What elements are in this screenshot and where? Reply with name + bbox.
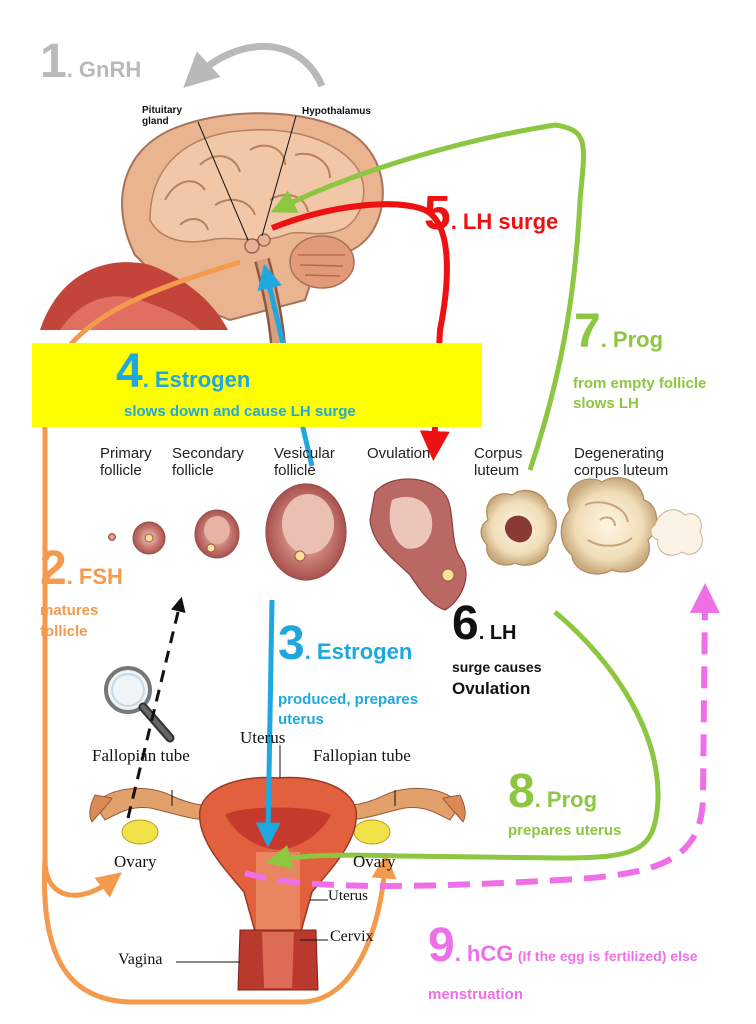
step-2-number: 2 <box>40 542 67 595</box>
step-5-label: 5. LH surge <box>424 190 558 238</box>
step-4-title: . Estrogen <box>142 367 251 392</box>
step-8-label: 8. Prog <box>508 768 597 816</box>
ovary-right-label: Ovary <box>353 852 396 871</box>
lh-surge-arrow <box>270 201 450 461</box>
step-3-desc: produced, prepares uterus <box>278 690 418 730</box>
follicle-stage-corpus-luteum: Corpus luteum <box>474 445 522 479</box>
stage-line-2: follicle <box>172 462 214 479</box>
step-7-title: . Prog <box>600 327 664 352</box>
step-1-label: 1. GnRH <box>40 38 141 86</box>
step-4-number: 4 <box>116 345 143 398</box>
step-2-title: . FSH <box>66 564 123 589</box>
step-9-desc: menstruation <box>428 986 524 1003</box>
prog-arrow-to-brain <box>270 122 587 471</box>
stage-line-1: Ovulation <box>367 445 431 462</box>
ovary-follicle-dashed-arrow <box>126 596 186 819</box>
step-8-number: 8 <box>508 765 535 818</box>
step-3-desc-line-2: uterus <box>278 711 324 728</box>
follicle-stage-vesicular: Vesicular follicle <box>274 445 335 479</box>
vagina-label: Vagina <box>118 951 163 968</box>
step-3-label: 3. Estrogen <box>278 620 412 668</box>
fsh-arrow-ovary <box>41 853 397 1005</box>
pituitary-label: Pituitary gland <box>142 105 183 127</box>
step-5-number: 5 <box>424 187 451 240</box>
magnifier-icon <box>104 666 175 743</box>
stage-line-2: follicle <box>274 462 316 479</box>
estrogen-highlight-band <box>32 343 482 427</box>
step-7-desc: from empty follicle slows LH <box>573 374 706 414</box>
step-3-desc-line-1: produced, prepares <box>278 691 419 708</box>
follicle-stages-illustration <box>108 477 703 611</box>
step-5-title: . LH surge <box>450 209 559 234</box>
stage-line-2: luteum <box>474 462 520 479</box>
cervix-label: Cervix <box>330 928 374 945</box>
follicle-stage-secondary: Secondary follicle <box>172 445 244 479</box>
stage-line-1: Degenerating <box>574 445 665 462</box>
step-9-number: 9 <box>428 919 455 972</box>
step-7-desc-line-1: from empty follicle <box>573 375 707 392</box>
prog-arrow-to-uterus <box>265 610 661 870</box>
step-8-title: . Prog <box>534 787 598 812</box>
step-2-label: 2. FSH <box>40 545 123 593</box>
step-6-desc-line-1: surge causes <box>452 659 542 675</box>
step-8-desc: prepares uterus <box>508 822 622 839</box>
step-6-desc: surge causes Ovulation <box>452 656 542 700</box>
step-6-desc-line-2: Ovulation <box>452 679 531 698</box>
stage-line-1: Primary <box>100 445 152 462</box>
step-7-desc-line-2: slows LH <box>573 395 639 412</box>
stage-line-2: corpus luteum <box>574 462 669 479</box>
fallopian-left-label: Fallopian tube <box>92 746 190 765</box>
ovary-left-label: Ovary <box>114 852 157 871</box>
stage-line-1: Corpus <box>474 445 523 462</box>
hypothalamus-label: Hypothalamus <box>302 106 371 117</box>
step-9-label: 9. hCG (If the egg is fertilized) else <box>428 922 698 970</box>
step-9-title: . hCG <box>454 941 514 966</box>
uterus-inner-label: Uterus <box>328 888 368 904</box>
step-3-number: 3 <box>278 617 305 670</box>
step-4-label: 4. Estrogen <box>116 348 250 396</box>
hcg-dashed-arrow <box>244 583 720 889</box>
fallopian-right-label: Fallopian tube <box>313 746 411 765</box>
uterus-top-label: Uterus <box>240 728 286 747</box>
step-3-title: . Estrogen <box>304 639 413 664</box>
step-6-number: 6 <box>452 597 479 650</box>
estrogen-arrow-to-uterus <box>255 599 281 848</box>
step-1-number: 1 <box>40 35 67 88</box>
brain-illustration <box>40 112 384 346</box>
step-6-label: 6. LH <box>452 600 516 648</box>
step-2-desc: matures follicle <box>40 600 98 642</box>
step-7-number: 7 <box>574 305 601 358</box>
follicle-stage-degenerating: Degenerating corpus luteum <box>574 445 668 479</box>
step-2-desc-line-2: follicle <box>40 623 88 640</box>
follicle-stage-primary: Primary follicle <box>100 445 152 479</box>
follicle-stage-ovulation: Ovulation <box>367 445 430 462</box>
step-1-title: . GnRH <box>66 57 142 82</box>
step-4-desc: slows down and cause LH surge <box>124 403 356 420</box>
step-9-note: (If the egg is fertilized) else <box>517 948 698 964</box>
step-7-label: 7. Prog <box>574 308 663 356</box>
stage-line-2: follicle <box>100 462 142 479</box>
step-2-desc-line-1: matures <box>40 602 99 619</box>
gnrh-arrow <box>183 43 326 88</box>
stage-line-1: Secondary <box>172 445 244 462</box>
step-6-title: . LH <box>478 622 517 644</box>
stage-line-1: Vesicular <box>274 445 335 462</box>
